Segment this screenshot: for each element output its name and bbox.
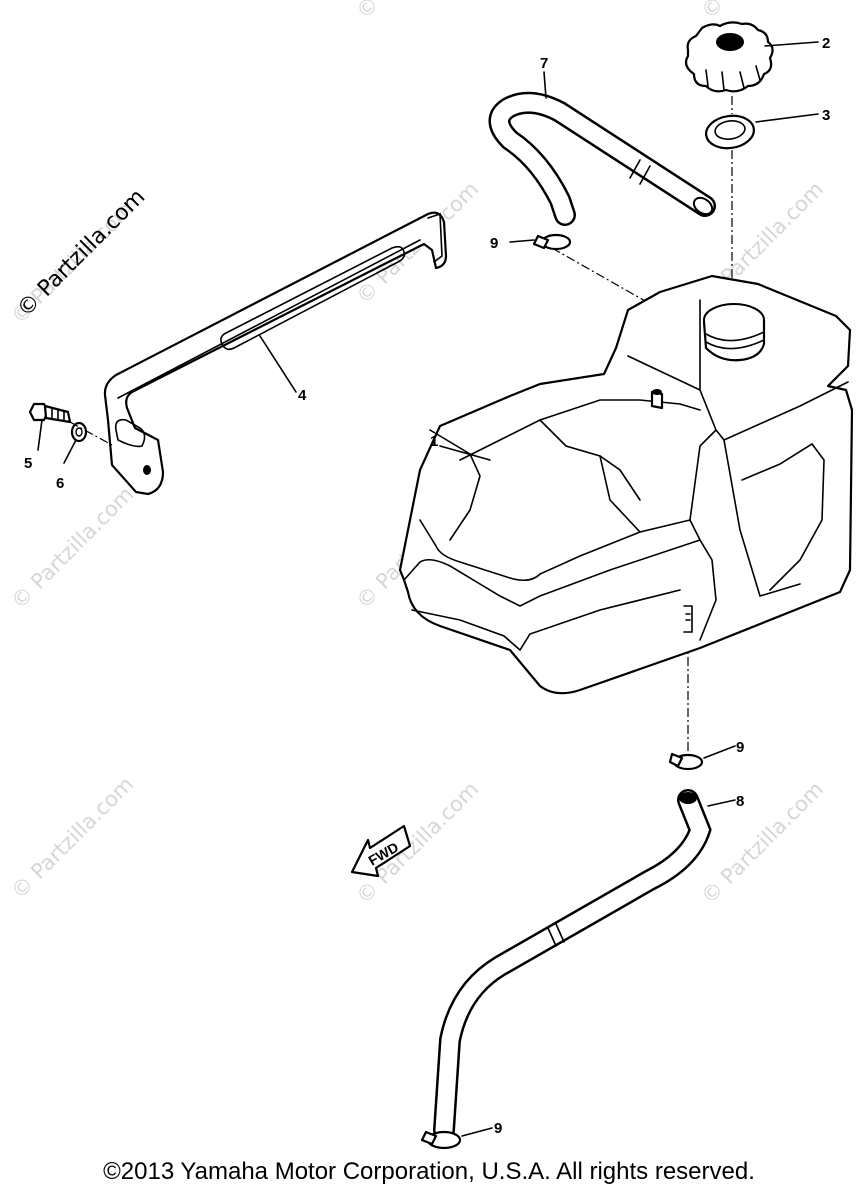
watermark-text: © Partzilla.com <box>697 0 829 24</box>
part-label-3: 3 <box>822 107 830 124</box>
part-label-9: 9 <box>736 739 744 756</box>
fuel-cap-part-2 <box>684 21 774 93</box>
part-labels: 1 2 3 4 5 6 7 8 9 9 9 <box>24 35 830 1137</box>
washer-part-6 <box>69 421 113 446</box>
part-label-4: 4 <box>298 387 307 404</box>
part-label-6: 6 <box>56 475 64 492</box>
breather-hose-part-7 <box>488 91 716 226</box>
watermark-text: © Partzilla.com <box>697 777 829 909</box>
watermark-text: © Partzilla.com <box>352 0 484 24</box>
bolt-part-5 <box>28 402 72 424</box>
fuel-hose-part-8 <box>433 789 712 1141</box>
copyright-notice: ©2013 Yamaha Motor Corporation, U.S.A. A… <box>103 1158 755 1185</box>
watermark-text: © Partzilla.com <box>7 772 139 904</box>
part-label-7: 7 <box>540 55 548 72</box>
part-label-2: 2 <box>822 35 830 52</box>
part-label-5: 5 <box>24 455 32 472</box>
cap-gasket-part-3 <box>705 114 755 150</box>
part-label-9: 9 <box>494 1120 502 1137</box>
part-label-9: 9 <box>490 235 498 252</box>
leader-lines <box>37 41 819 1137</box>
tank-strap-part-4 <box>103 211 448 496</box>
watermark-text: © Partzilla.com <box>352 777 484 909</box>
part-label-8: 8 <box>736 793 744 810</box>
hose-clamp-part-9 <box>420 233 704 1150</box>
watermark-main: © Partzilla.com <box>13 185 151 323</box>
part-label-1: 1 <box>430 433 438 450</box>
watermark-text: © Partzilla.com <box>7 482 139 614</box>
fuel-tank-part-1 <box>398 274 854 695</box>
